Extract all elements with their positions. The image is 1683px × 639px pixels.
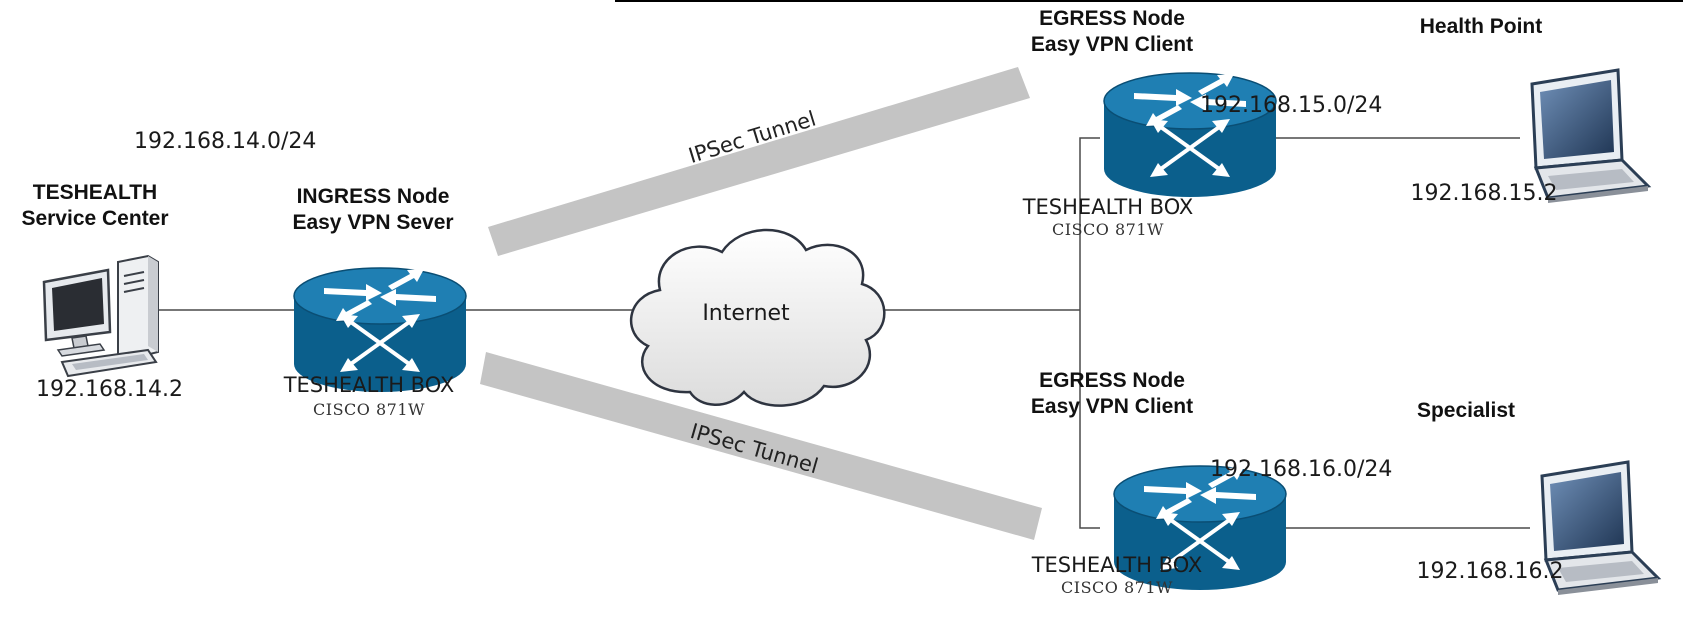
egress-bottom-model-label: CISCO 871W bbox=[1061, 578, 1173, 597]
egress-top-model-label: CISCO 871W bbox=[1052, 220, 1164, 239]
internet-label: Internet bbox=[702, 301, 790, 326]
service-center-subtitle: Service Center bbox=[21, 207, 169, 230]
ingress-box-label: TESHEALTH BOX bbox=[283, 373, 455, 397]
specialist-ip-label: 192.168.16.2 bbox=[1416, 559, 1564, 584]
ingress-node-title: INGRESS Node bbox=[296, 185, 450, 208]
ingress-node-subtitle: Easy VPN Sever bbox=[292, 211, 454, 234]
service-center-subnet-label: 192.168.14.0/24 bbox=[134, 129, 317, 154]
internet-cloud bbox=[629, 228, 886, 407]
egress-bottom-subnet-label: 192.168.16.0/24 bbox=[1210, 457, 1393, 482]
desktop-computer-icon bbox=[42, 254, 159, 378]
egress-top-subtitle: Easy VPN Client bbox=[1030, 33, 1194, 56]
ingress-model-label: CISCO 871W bbox=[313, 400, 425, 419]
egress-top-box-label: TESHEALTH BOX bbox=[1022, 195, 1194, 219]
link-bus bbox=[1079, 137, 1100, 529]
service-center-ip-label: 192.168.14.2 bbox=[36, 377, 183, 402]
egress-bottom-title: EGRESS Node bbox=[1039, 369, 1185, 392]
egress-top-title: EGRESS Node bbox=[1039, 7, 1185, 30]
service-center-title: TESHEALTH bbox=[32, 181, 158, 204]
egress-bottom-box-label: TESHEALTH BOX bbox=[1031, 553, 1203, 577]
health-point-ip-label: 192.168.15.2 bbox=[1410, 181, 1558, 206]
specialist-title: Specialist bbox=[1416, 399, 1516, 422]
egress-top-subnet-label: 192.168.15.0/24 bbox=[1200, 93, 1383, 118]
health-point-title: Health Point bbox=[1419, 15, 1543, 38]
ipsec-tunnel-upper bbox=[488, 67, 1030, 256]
egress-bottom-subtitle: Easy VPN Client bbox=[1030, 395, 1194, 418]
router-egress-top-icon bbox=[1102, 71, 1278, 199]
ipsec-tunnel-lower bbox=[480, 352, 1042, 540]
